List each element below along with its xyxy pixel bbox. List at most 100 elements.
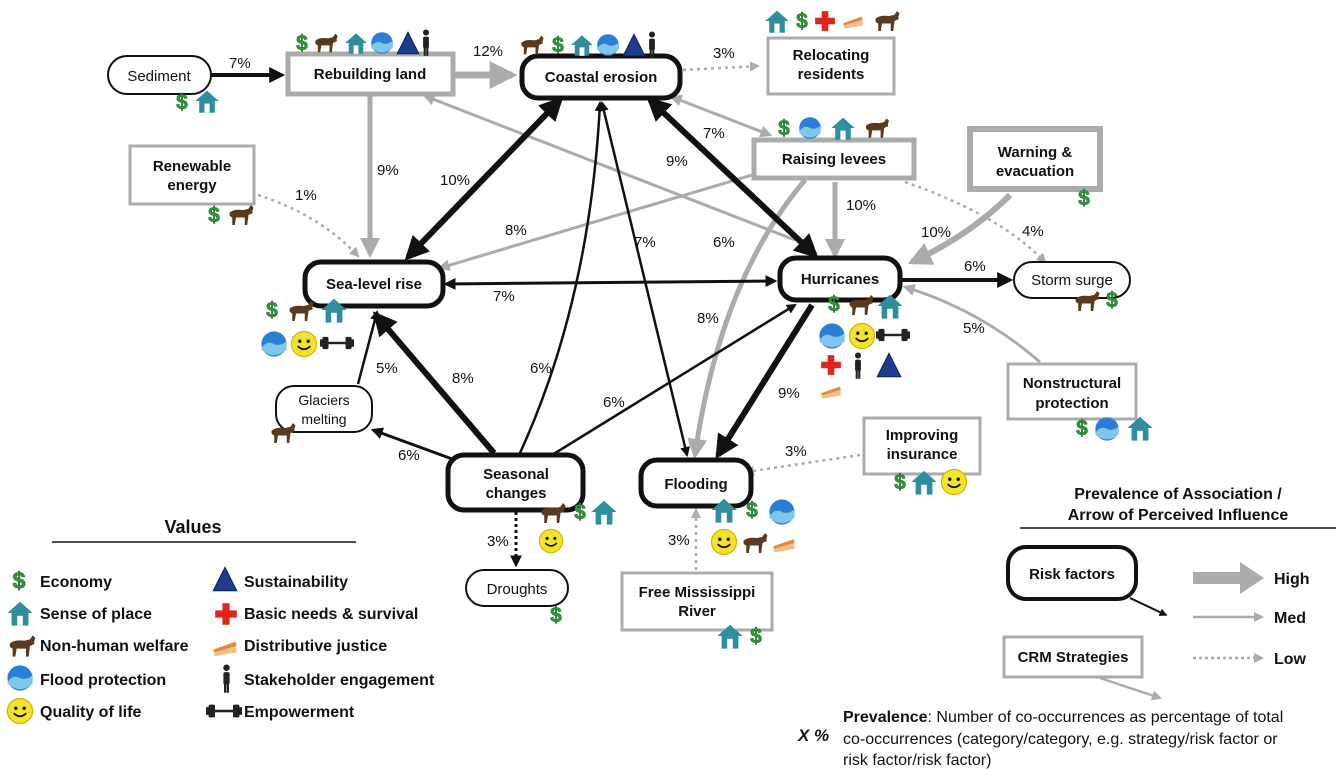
legend-high-arrow	[1193, 562, 1264, 594]
pct-coastal-relocating: 3%	[713, 45, 735, 62]
cross-icon	[821, 355, 841, 375]
animal-icon	[875, 11, 900, 31]
svg-text:Raising levees: Raising levees	[782, 151, 886, 168]
svg-text:Seasonal: Seasonal	[483, 466, 549, 483]
pct-glaciers-sealevel: 5%	[376, 360, 398, 377]
animal-icon	[289, 301, 314, 321]
house-icon	[591, 500, 617, 525]
triangle-icon	[622, 33, 646, 57]
node-improving-insurance: Improving insurance	[862, 416, 982, 476]
animal-icon	[865, 118, 889, 138]
dollar-icon	[207, 203, 221, 227]
node-seasonal-changes: Seasonal changes	[445, 452, 586, 513]
node-glaciers-melting: Glaciers melting	[275, 385, 373, 433]
svg-text:Warning &: Warning &	[998, 144, 1073, 161]
house-icon	[7, 601, 33, 626]
node-icons	[175, 9, 1153, 649]
dollar-icon	[265, 298, 279, 322]
svg-text:melting: melting	[301, 411, 346, 427]
svg-text:insurance: insurance	[887, 446, 958, 463]
svg-text:River: River	[678, 603, 716, 620]
edge-renewable-sealevel	[257, 193, 360, 258]
dumbbell-icon	[876, 328, 910, 342]
dollar-icon	[551, 33, 565, 57]
house-icon	[195, 90, 219, 113]
svg-text:Flooding: Flooding	[664, 476, 727, 493]
dollar-icon	[827, 292, 841, 316]
pct-rebuilding-sealevel: 9%	[377, 162, 399, 179]
node-hurricanes: Hurricanes	[777, 255, 903, 303]
values-legend-title: Values	[164, 517, 221, 537]
node-storm-surge: Storm surge	[1013, 261, 1131, 299]
wave-icon	[769, 499, 795, 525]
dollar-icon	[295, 31, 309, 55]
prevalence-title-line2: Arrow of Perceived Influence	[1068, 507, 1289, 524]
pct-hurricanes-stormsurge: 6%	[964, 258, 986, 275]
pct-seasonal-hurricanes: 6%	[603, 394, 625, 411]
edges	[210, 61, 1047, 570]
node-coastal-erosion: Coastal erosion	[519, 53, 683, 101]
note-line3: risk factor/risk factor)	[843, 752, 991, 769]
legend-quality-of-life: Quality of life	[40, 704, 141, 721]
legend-risk-factors: Risk factors	[1006, 545, 1138, 601]
dollar-icon	[12, 568, 26, 594]
values-legend: Values Economy Sense of place Non-human …	[6, 517, 435, 725]
pct-seasonal-glaciers: 6%	[398, 447, 420, 464]
triangle-icon	[396, 31, 420, 55]
edge-glaciers-sealevel	[356, 310, 380, 385]
cross-icon	[815, 11, 835, 31]
node-droughts: Droughts	[465, 569, 569, 607]
edge-hurricanes-flooding	[715, 303, 815, 460]
pct-rebuilding-coastal: 12%	[473, 43, 503, 60]
smiley-icon	[848, 322, 876, 350]
node-free-mississippi-river: Free Mississippi River	[620, 571, 774, 632]
triangle-icon	[212, 566, 238, 592]
dollar-icon	[749, 624, 763, 648]
node-nonstructural-protection: Nonstructural protection	[1006, 362, 1138, 421]
dumbbell-icon	[320, 336, 354, 350]
house-icon	[831, 117, 855, 140]
pct-coastal-hurricanes: 9%	[666, 153, 688, 170]
legend-basic-needs: Basic needs & survival	[244, 606, 418, 623]
edge-levees-stormsurge	[904, 180, 1047, 264]
edge-coastal-relocating	[682, 61, 760, 72]
node-renewable-energy: Renewable energy	[128, 144, 256, 206]
node-warning-evacuation: Warning & evacuation	[967, 126, 1103, 192]
pct-levees-hurricanes: 10%	[846, 197, 876, 214]
pct-nonstructural-hurricanes: 5%	[963, 320, 985, 337]
edge-seasonal-glaciers	[370, 427, 456, 462]
svg-text:Hurricanes: Hurricanes	[801, 271, 879, 288]
pct-sealevel-hurricanes: 7%	[493, 288, 515, 305]
dollar-icon	[573, 500, 587, 524]
legend-stakeholder-engagement: Stakeholder engagement	[244, 672, 435, 689]
pct-sediment-rebuilding: 7%	[229, 55, 251, 72]
wave-icon	[261, 331, 287, 357]
prevalence-legend: Prevalence of Association / Arrow of Per…	[1002, 486, 1336, 701]
wave-icon	[7, 665, 33, 691]
svg-text:Renewable: Renewable	[153, 158, 231, 175]
wave-icon	[819, 323, 845, 349]
smiley-icon	[940, 468, 968, 496]
svg-text:Rebuilding land: Rebuilding land	[314, 66, 427, 83]
edge-labels: 7% 12% 3% 7% 9% 1% 10% 9% 7% 8% 6% 10% 1…	[229, 43, 1044, 550]
pct-levees-sealevel: 8%	[505, 222, 527, 239]
smiley-icon	[538, 528, 564, 554]
triangle-icon	[876, 352, 902, 378]
pct-hurricanes-flooding: 9%	[778, 385, 800, 402]
edge-seasonal-coastal	[518, 101, 605, 454]
svg-text:CRM Strategies: CRM Strategies	[1018, 649, 1129, 666]
node-sea-level-rise: Sea-level rise	[302, 259, 446, 309]
edge-warning-hurricanes	[907, 192, 1013, 265]
wave-icon	[799, 117, 821, 139]
svg-text:Coastal erosion: Coastal erosion	[545, 69, 658, 86]
pct-renewable-sealevel: 1%	[295, 187, 317, 204]
svg-text:Droughts: Droughts	[487, 581, 548, 598]
edge-coastal-sealevel	[404, 96, 564, 261]
edge-nonstructural-hurricanes	[902, 284, 1041, 364]
legend-distributive-justice: Distributive justice	[244, 638, 387, 655]
person-icon	[854, 352, 862, 379]
pie-icon	[843, 16, 863, 29]
edge-seasonal-hurricanes	[551, 303, 797, 457]
legend-gray-arrow	[1099, 676, 1162, 701]
